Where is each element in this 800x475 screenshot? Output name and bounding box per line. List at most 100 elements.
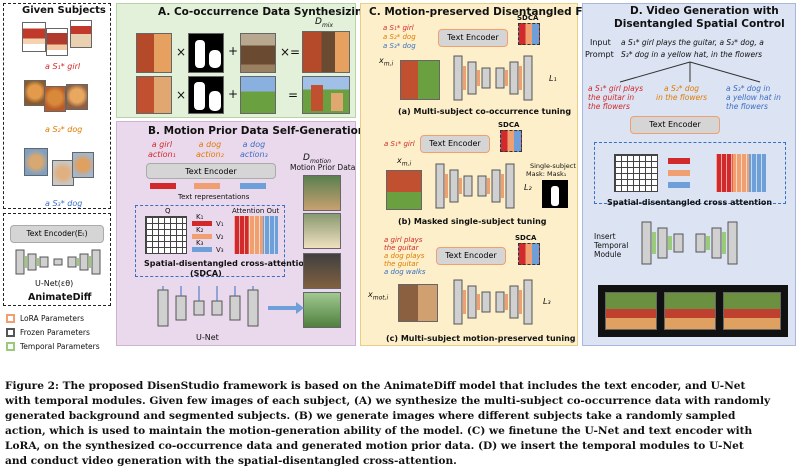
subject-label-dog3: a S₃* dog <box>45 199 83 208</box>
legend-lora-label: LoRA Parameters <box>20 314 84 323</box>
panel-d-title-2: Disentangled Spatial Control <box>614 18 785 30</box>
c-c-prompt-2: the guitar <box>384 244 419 252</box>
subject-label-dog2: a S₂* dog <box>45 125 83 134</box>
c-a-text-encoder: Text Encoder <box>438 29 508 47</box>
b-motion-img-1 <box>303 175 341 211</box>
c-c-prompt-1: a girl plays <box>384 236 423 244</box>
caption-line-2: with temporal modules. Given few images … <box>5 395 771 407</box>
given-subjects-title: Given Subjects <box>22 5 106 16</box>
c-c-unet <box>453 279 533 325</box>
b-attn-out-label: Attention Out <box>232 207 280 215</box>
b-q-grid <box>145 216 187 254</box>
c-b-mask-label-1: Single-subject <box>530 162 576 170</box>
b-prompt-dog2-noun: a dog <box>198 140 222 149</box>
c-c-sdca-icon <box>518 243 540 265</box>
d-q-grid <box>614 154 658 192</box>
d-split-2-line-2: in the flowers <box>656 93 708 102</box>
d-split-3-line-3: the flowers <box>726 102 768 111</box>
panel-b-title: B. Motion Prior Data Self-Generation <box>148 125 366 137</box>
b-motion-img-2 <box>303 213 341 249</box>
d-split-1-line-3: the flowers <box>588 102 630 111</box>
c-a-sdca-icon <box>518 23 540 45</box>
b-prompt-dog3-noun: a dog <box>242 140 266 149</box>
animatediff-label: AnimateDiff <box>28 292 92 303</box>
b-q-label: Q <box>165 207 171 215</box>
c-c-sdca-label: SDCA <box>515 234 537 242</box>
panel-d-title-1: D. Video Generation with <box>630 5 779 17</box>
subject-dog2-image-1 <box>24 80 46 106</box>
given-subjects-panel <box>3 3 111 209</box>
c-b-subtitle: (b) Masked single-subject tuning <box>398 217 547 226</box>
d-sdca-title: Spatial-disentangled cross attention <box>607 198 773 207</box>
b-k2-bar <box>192 234 212 239</box>
b-k2: K₂ <box>196 226 204 234</box>
a-row2-subject <box>136 76 172 114</box>
c-c-subtitle: (c) Multi-subject motion-preserved tunin… <box>386 334 576 343</box>
b-v2: V₂ <box>216 233 224 241</box>
b-repr-dog3 <box>240 183 266 189</box>
subject-dog3-image-1 <box>24 148 48 176</box>
caption-line-5: LoRA, on the synthesized co-occurrence d… <box>5 440 744 452</box>
b-prompt-dog3-action: action₃ <box>240 150 268 159</box>
a-row2-op3: = <box>288 88 299 102</box>
subject-girl-image-3 <box>70 20 92 48</box>
c-a-loss: L₁ <box>549 74 557 83</box>
subject-label-girl: a S₁* girl <box>45 62 81 71</box>
c-a-prompt-2: a S₂* dog <box>383 33 416 41</box>
d-split-2-line-1: a S₂* dog <box>664 84 700 93</box>
c-a-sdca-label: SDCA <box>517 14 539 22</box>
c-b-xm-label: xm,i <box>397 156 412 168</box>
subject-girl-image-1 <box>22 22 46 52</box>
animatediff-text-encoder: Text Encoder(Eₜ) <box>10 225 104 243</box>
b-sdca-box <box>135 205 285 277</box>
b-repr-girl <box>150 183 176 189</box>
c-b-text-encoder: Text Encoder <box>420 135 490 153</box>
a-row1-op4: = <box>290 45 301 59</box>
b-k1-bar <box>192 221 212 226</box>
d-insert-line-3: Module <box>594 250 622 259</box>
d-attn-out-grid <box>716 154 766 192</box>
a-row2-result <box>302 76 350 114</box>
b-unet-label: U-Net <box>196 333 219 342</box>
d-split-3-line-1: a S₃* dog in <box>726 84 771 93</box>
d-prompt-text-1: a S₁* girl plays the guitar, a S₂* dog, … <box>621 38 764 47</box>
b-unet-shape <box>157 286 259 327</box>
c-c-prompt-3: a dog plays <box>384 252 425 260</box>
b-sdca-abbr: (SDCA) <box>190 269 222 278</box>
c-a-subtitle: (a) Multi-subject co-occurrence tuning <box>398 107 572 116</box>
a-row1-op2: + <box>228 44 239 58</box>
d-split-3-line-2: a yellow hat in <box>726 93 781 102</box>
legend-temporal-swatch <box>6 342 15 351</box>
d-split-arrows <box>619 61 761 83</box>
c-b-mask-image <box>542 180 568 208</box>
subject-dog2-image-3 <box>66 84 88 110</box>
c-a-text-encoder-label: Text Encoder <box>447 33 499 42</box>
d-k1-bar <box>668 158 690 164</box>
b-repr-dog2 <box>194 183 220 189</box>
c-b-mask-label-2: Mask: Mask₁ <box>526 170 567 178</box>
c-b-unet <box>435 163 515 209</box>
a-row2-background <box>240 76 276 114</box>
animatediff-unet-shape <box>15 249 101 275</box>
animatediff-panel <box>3 213 111 306</box>
b-prompt-girl-noun: a girl <box>151 140 173 149</box>
b-motion-img-3 <box>303 253 341 289</box>
dmix-label: Dmix <box>315 17 333 29</box>
b-k3-bar <box>192 247 212 252</box>
d-text-encoder: Text Encoder <box>630 116 720 134</box>
caption-line-6: and conduct video generation with the sp… <box>5 455 457 467</box>
b-arrow-to-motion <box>268 302 304 314</box>
d-input-label: Input <box>590 38 611 47</box>
panel-c-title: C. Motion-preserved Disentangled Finetun… <box>369 6 640 18</box>
b-attn-out-grid <box>234 216 278 254</box>
b-prompt-dog2-action: action₂ <box>196 150 224 159</box>
b-sdca-title: Spatial-disentangled cross-attention <box>144 259 310 268</box>
c-a-xm-label: xm,i <box>379 56 394 68</box>
